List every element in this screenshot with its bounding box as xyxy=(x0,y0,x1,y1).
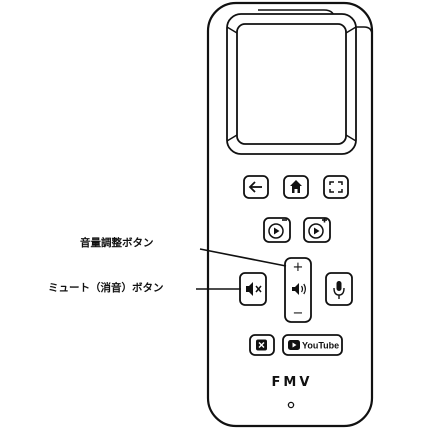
youtube-icon xyxy=(288,340,300,350)
volume-plus-label: + xyxy=(293,260,304,275)
mute-button[interactable] xyxy=(239,272,267,306)
arrow-left-icon xyxy=(248,181,262,193)
close-icon xyxy=(256,339,267,351)
touchpad-center[interactable] xyxy=(236,23,347,145)
volume-minus-label: − xyxy=(293,306,304,321)
volume-rocker[interactable] xyxy=(284,257,312,323)
youtube-label: YouTube xyxy=(302,341,339,351)
mute-callout-label: ミュート（消音）ボタン xyxy=(48,282,164,294)
fullscreen-icon xyxy=(329,181,343,193)
volume-callout-label: 音量調整ボタン xyxy=(80,237,154,249)
brand-logo: FMV xyxy=(272,375,313,390)
touchpad[interactable] xyxy=(226,9,373,155)
microphone-button[interactable] xyxy=(325,272,353,306)
home-icon xyxy=(290,180,302,193)
fast-forward-button[interactable] xyxy=(303,217,331,243)
fullscreen-button[interactable] xyxy=(323,175,349,199)
youtube-button[interactable] xyxy=(282,334,343,356)
speaker-icon xyxy=(292,283,306,295)
close-button[interactable] xyxy=(249,334,275,356)
microphone-icon xyxy=(333,281,345,299)
volume-leader-line xyxy=(199,248,287,267)
fast-forward-icon xyxy=(308,217,327,239)
back-button[interactable] xyxy=(243,175,269,199)
led-indicator-icon xyxy=(287,401,295,409)
rewind-icon xyxy=(268,219,287,239)
home-button[interactable] xyxy=(283,175,309,199)
rewind-button[interactable] xyxy=(263,217,291,243)
mute-icon xyxy=(246,282,262,296)
